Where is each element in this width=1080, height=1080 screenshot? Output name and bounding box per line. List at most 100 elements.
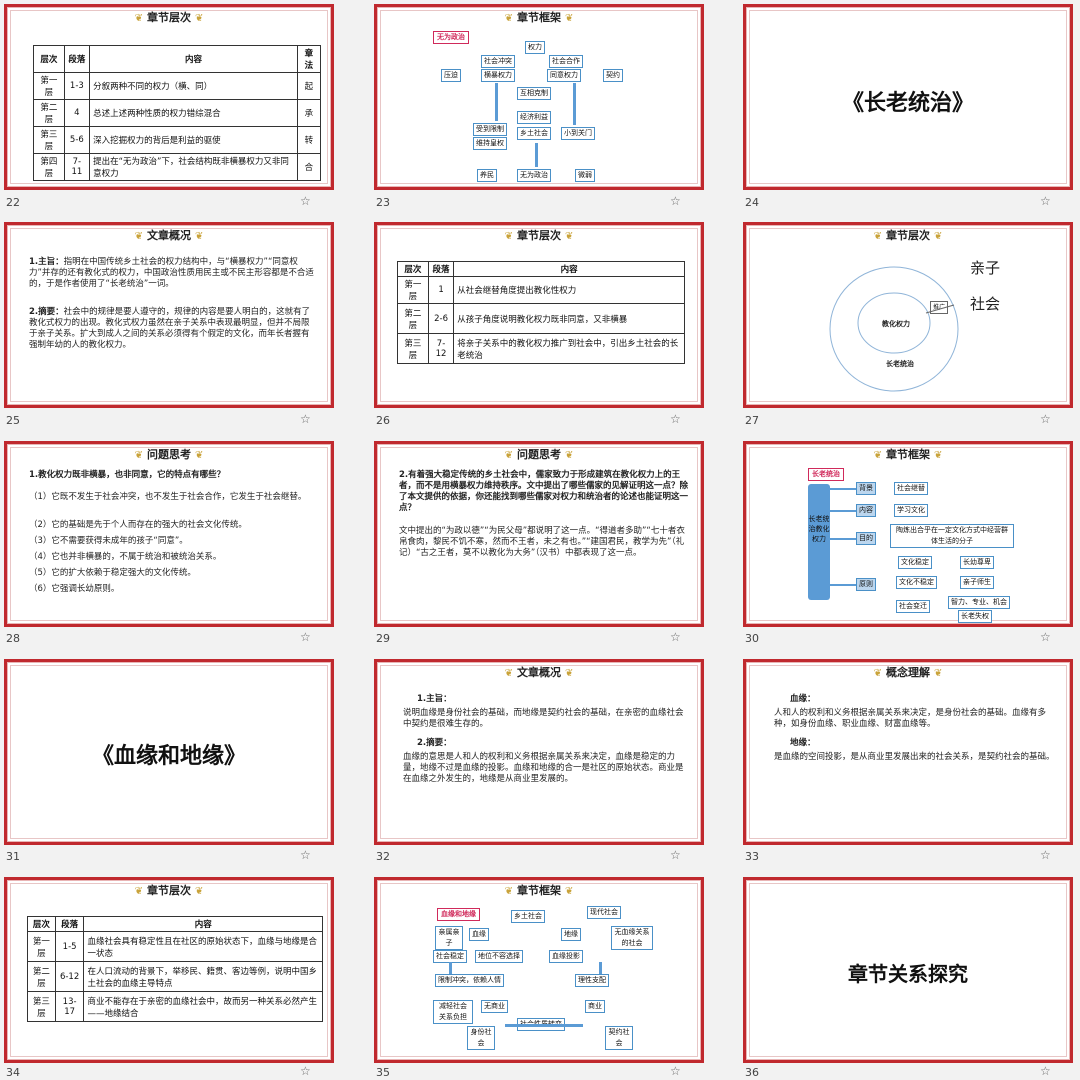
question-text: 1.教化权力既非横暴，也非同意，它的特点有哪些？ [29, 470, 226, 480]
answer-item: （4）它也并非横暴的，不属于统治和被统治关系。 [29, 552, 222, 562]
branch-value: 文化稳定 [898, 556, 932, 569]
slide-title: ❦章节层次❦ [504, 229, 574, 242]
slide-number: 25 [6, 414, 20, 427]
star-icon[interactable]: ☆ [300, 194, 311, 208]
answer-text: 文中提出的“为政以德”“为民父母”都说明了这一点。“得道者多助”“七十者衣帛食肉… [399, 526, 685, 558]
section-heading: 《长老统治》 [841, 91, 974, 116]
diagram-node: 乡土社会 [511, 910, 545, 923]
star-icon[interactable]: ☆ [1040, 194, 1051, 208]
slide-29[interactable]: ❦问题思考❦ 2.有着强大稳定传统的乡土社会中，儒家致力于形成建筑在教化权力上的… [374, 441, 704, 627]
star-icon[interactable]: ☆ [300, 848, 311, 862]
star-icon[interactable]: ☆ [670, 630, 681, 644]
slide-27[interactable]: ❦章节层次❦ 教化权力 长老统治 推广 亲子 社会 [743, 222, 1073, 408]
summary-text: 说明血缘是身份社会的基础，而地缘是契约社会的基础，在亲密的血缘社会中契约是很难生… [403, 708, 684, 729]
slide-35[interactable]: ❦章节框架❦ 血缘和地缘 乡土社会 现代社会 亲属亲子 血缘 地缘 无血缘关系的… [374, 877, 704, 1063]
diagram-node: 无为政治 [517, 169, 551, 182]
branch-value: 陶炼出合乎在一定文化方式中经营群体生活的分子 [890, 524, 1014, 548]
diagram-arrow [449, 962, 452, 974]
slide-28[interactable]: ❦问题思考❦ 1.教化权力既非横暴，也非同意，它的特点有哪些？ （1）它既不发生… [4, 441, 334, 627]
branch-key: 目的 [856, 532, 876, 545]
slide-31[interactable]: 《血缘和地缘》 [4, 659, 334, 845]
slide-number: 26 [376, 414, 390, 427]
branch-value: 学习文化 [894, 504, 928, 517]
star-icon[interactable]: ☆ [670, 194, 681, 208]
diagram-node: 无血缘关系的社会 [611, 926, 653, 950]
slide-number: 36 [745, 1066, 759, 1079]
center-label: 教化权力 [882, 320, 910, 328]
diagram-node: 地缘 [561, 928, 581, 941]
slide-number: 31 [6, 850, 20, 863]
slide-23[interactable]: ❦章节框架❦ 无为政治 权力 社会冲突 社会合作 压迫 横暴权力 同意权力 契约… [374, 4, 704, 190]
branch-key: 原则 [856, 578, 876, 591]
star-icon[interactable]: ☆ [670, 848, 681, 862]
diagram-tag: 无为政治 [433, 31, 469, 44]
branch-key: 背景 [856, 482, 876, 495]
branch-key: 内容 [856, 504, 876, 517]
diagram-arrow [495, 83, 498, 121]
star-icon[interactable]: ☆ [1040, 1064, 1051, 1078]
star-icon[interactable]: ☆ [670, 1064, 681, 1078]
branch-value: 智力、专业、机会 [948, 596, 1010, 609]
arrow-label: 推广 [930, 301, 949, 314]
connector [830, 538, 856, 540]
diagram-node: 经济利益 [517, 111, 551, 124]
slide-number: 34 [6, 1066, 20, 1079]
star-icon[interactable]: ☆ [1040, 848, 1051, 862]
answer-item: （2）它的基础是先于个人而存在的强大的社会文化传统。 [29, 520, 247, 530]
slide-title: ❦问题思考❦ [504, 448, 574, 461]
slide-33[interactable]: ❦概念理解❦ 血缘： 人和人的权利和义务根据亲属关系来决定，是身份社会的基础。血… [743, 659, 1073, 845]
branch-value: 长老失权 [958, 610, 992, 623]
term-label: 地缘： [790, 738, 816, 748]
star-icon[interactable]: ☆ [1040, 630, 1051, 644]
slide-number: 23 [376, 196, 390, 209]
slide-number: 22 [6, 196, 20, 209]
diagram-node: 社会合作 [549, 55, 583, 68]
concentric-diagram [829, 266, 959, 392]
diagram-node: 养民 [477, 169, 497, 182]
diagram-node: 受到限制 [473, 123, 507, 136]
diagram-node: 限制冲突，依赖人情 [435, 974, 504, 987]
answer-item: （3）它不需要获得未成年的孩子“同意”。 [29, 536, 188, 546]
slide-25[interactable]: ❦文章概况❦ 1.主旨：指明在中国传统乡土社会的权力结构中，与“横暴权力”“同意… [4, 222, 334, 408]
diagram-node: 无商业 [481, 1000, 508, 1013]
slide-number: 24 [745, 196, 759, 209]
branch-value: 社会变迁 [896, 600, 930, 613]
diagram-node: 现代社会 [587, 906, 621, 919]
diagram-node: 乡土社会 [517, 127, 551, 140]
diagram-node: 减轻社会关系负担 [433, 1000, 473, 1024]
star-icon[interactable]: ☆ [300, 630, 311, 644]
abstract-label: 2.摘要： [417, 738, 452, 748]
term-definition: 人和人的权利和义务根据亲属关系来决定，是身份社会的基础。血缘有多种，如身份血缘、… [774, 708, 1047, 729]
abstract-text: 2.摘要：社会中的规律是要人遵守的，规律的内容是要人明白的，这就有了教化式权力的… [29, 307, 311, 350]
star-icon[interactable]: ☆ [1040, 412, 1051, 426]
diagram-node: 互相克制 [517, 87, 551, 100]
slide-32[interactable]: ❦文章概况❦ 1.主旨： 说明血缘是身份社会的基础，而地缘是契约社会的基础，在亲… [374, 659, 704, 845]
star-icon[interactable]: ☆ [300, 1064, 311, 1078]
slide-number: 30 [745, 632, 759, 645]
slide-title: ❦概念理解❦ [873, 666, 943, 679]
slide-30[interactable]: ❦章节框架❦ 长老统治 长老统治教化权力 背景 社会继替 内容 学习文化 目的 … [743, 441, 1073, 627]
slide-title: ❦问题思考❦ [134, 448, 204, 461]
slide-number: 32 [376, 850, 390, 863]
slide-number: 27 [745, 414, 759, 427]
diagram-arrow [505, 1024, 583, 1027]
slide-title: ❦章节层次❦ [134, 11, 204, 24]
star-icon[interactable]: ☆ [300, 412, 311, 426]
label-parent-child: 亲子 [970, 259, 1001, 277]
slide-36[interactable]: 章节关系探究 [743, 877, 1073, 1063]
diagram-arrow [535, 143, 538, 167]
slide-24[interactable]: 《长老统治》 [743, 4, 1073, 190]
star-icon[interactable]: ☆ [670, 412, 681, 426]
branch-value: 亲子师生 [960, 576, 994, 589]
diagram-node: 血缘 [469, 928, 489, 941]
